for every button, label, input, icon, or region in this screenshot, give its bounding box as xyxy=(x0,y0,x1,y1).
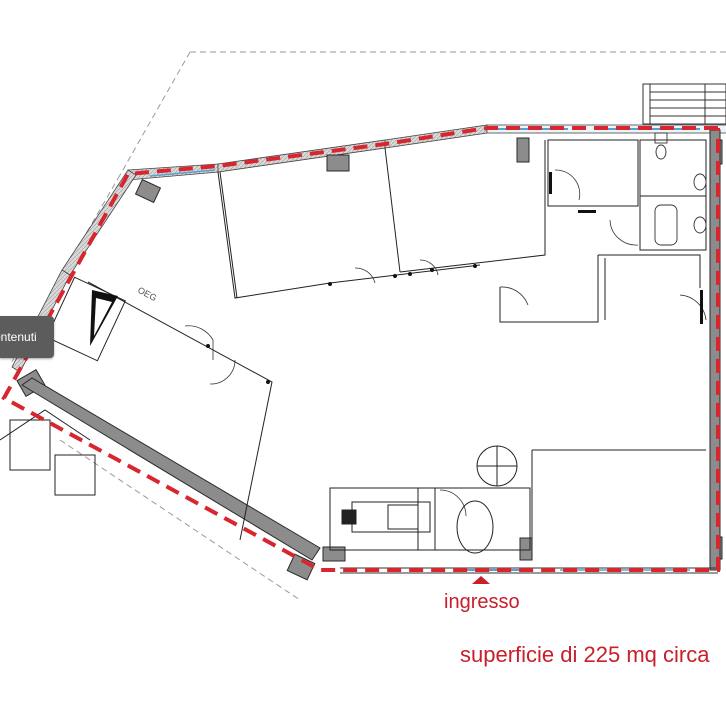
interior-walls xyxy=(0,139,707,560)
site-boundary-lines xyxy=(9,51,726,601)
contents-tooltip[interactable]: ontenuti xyxy=(0,316,54,358)
entrance-label: ingresso xyxy=(444,591,520,613)
area-boundary xyxy=(1,126,720,572)
exterior-walls xyxy=(11,124,726,373)
appliance-tag: OEG xyxy=(136,285,158,303)
lift-shaft xyxy=(90,290,118,346)
pillars xyxy=(16,137,723,581)
sanitary-fixtures xyxy=(654,132,707,246)
exterior-stair xyxy=(642,83,726,125)
diagonal-wall xyxy=(21,377,321,561)
equipment xyxy=(341,445,518,554)
entrance-arrow-icon xyxy=(472,576,490,584)
contents-tooltip-label: ontenuti xyxy=(0,330,37,344)
door-hardware xyxy=(206,172,703,384)
area-label: superficie di 225 mq circa xyxy=(460,642,710,667)
door-swings xyxy=(184,169,707,517)
